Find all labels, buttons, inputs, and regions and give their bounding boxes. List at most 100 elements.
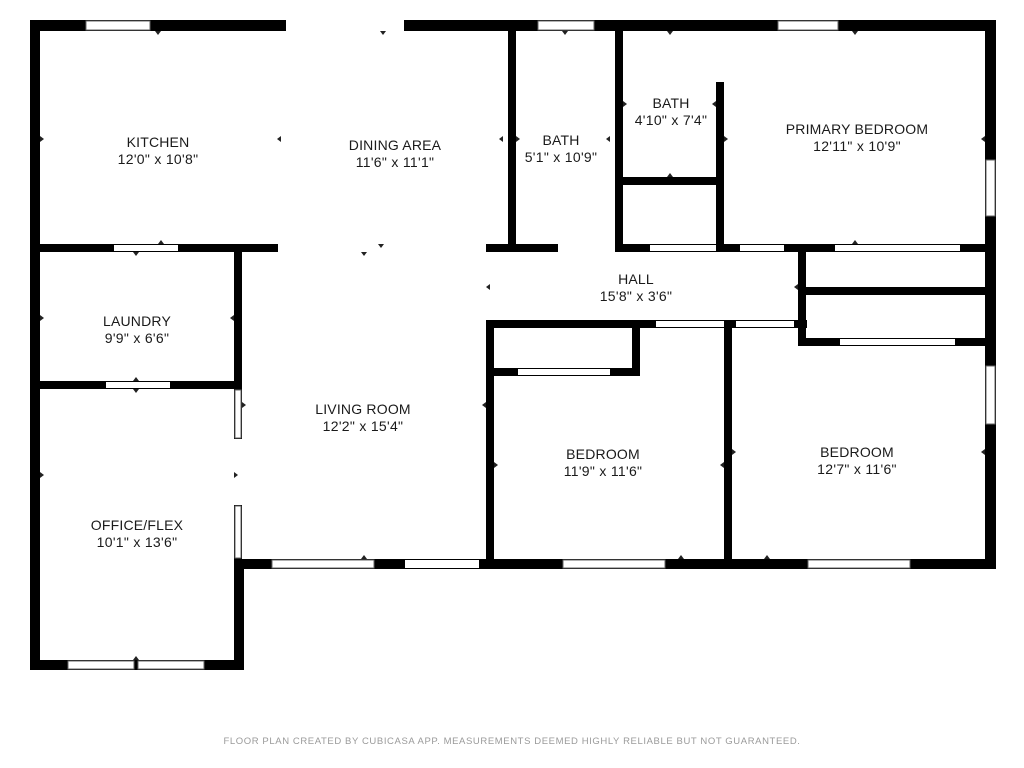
marker (133, 656, 139, 660)
room-dimensions: 11'9" x 11'6" (563, 463, 643, 479)
exterior-wall-top-right (404, 20, 996, 31)
window-bath1 (537, 20, 595, 31)
opening-primary-hall (835, 245, 960, 251)
room-name: LAUNDRY (102, 313, 172, 329)
window-primary-bedroom-side (985, 159, 996, 217)
window-office-front-left (67, 660, 135, 670)
opening-laundry-kitchen (114, 245, 178, 251)
marker (562, 31, 568, 35)
wall-bath2-right (716, 82, 724, 249)
room-name: BATH (542, 132, 580, 148)
room-name: PRIMARY BEDROOM (785, 121, 929, 137)
window-kitchen (85, 20, 151, 31)
opening-bedroom2-closet (518, 369, 610, 375)
room-label-living-room: LIVING ROOM 12'2" x 15'4" (315, 401, 411, 435)
opening-hall-bedroom3 (736, 321, 794, 327)
exterior-wall-left (30, 20, 40, 670)
room-dimensions: 5'1" x 10'9" (524, 149, 598, 165)
opening-closet-hall (740, 245, 784, 251)
marker (40, 315, 44, 321)
window-living-front (271, 559, 375, 569)
marker (720, 462, 724, 468)
marker (361, 555, 367, 559)
marker (667, 173, 673, 177)
marker (981, 449, 985, 455)
room-label-kitchen: KITCHEN 12'0" x 10'8" (118, 134, 199, 168)
marker (234, 472, 238, 478)
marker (486, 284, 490, 290)
marker (516, 136, 520, 142)
marker (277, 136, 281, 142)
room-name: DINING AREA (348, 137, 442, 153)
room-dimensions: 4'10" x 7'4" (634, 112, 708, 128)
marker (40, 136, 44, 142)
marker (494, 462, 498, 468)
room-dimensions: 12'11" x 10'9" (813, 138, 901, 154)
room-label-primary-bedroom: PRIMARY BEDROOM 12'11" x 10'9" (786, 121, 929, 155)
wall-laundry-right (234, 252, 242, 387)
room-dimensions: 11'6" x 11'1" (355, 154, 435, 170)
marker (852, 240, 858, 244)
room-dimensions: 9'9" x 6'6" (104, 330, 170, 346)
room-name: BEDROOM (820, 444, 894, 460)
wall-hall-top-right (615, 244, 990, 252)
exterior-wall-office-right (234, 559, 244, 670)
wall-bedroom2-closet-right (632, 320, 640, 376)
room-name: OFFICE/FLEX (90, 517, 184, 533)
marker (667, 31, 673, 35)
window-primary-bedroom (777, 20, 839, 31)
marker (712, 101, 716, 107)
window-bedroom3-side (985, 365, 996, 425)
marker (852, 31, 858, 35)
wall-hall-top-left (486, 244, 558, 252)
room-label-laundry: LAUNDRY 9'9" x 6'6" (103, 313, 171, 347)
room-dimensions: 12'2" x 15'4" (322, 418, 404, 434)
room-name: BEDROOM (566, 446, 640, 462)
marker (155, 31, 161, 35)
room-label-hall: HALL 15'8" x 3'6" (600, 271, 673, 305)
wall-bath2-bottom (615, 177, 723, 185)
exterior-wall-top-left (30, 20, 286, 31)
disclaimer-footer: FLOOR PLAN CREATED BY CUBICASA APP. MEAS… (223, 736, 801, 747)
room-dimensions: 15'8" x 3'6" (599, 288, 673, 304)
marker (794, 284, 798, 290)
window-bedroom2-front (562, 559, 666, 569)
opening-front-entry (405, 560, 479, 568)
marker (678, 555, 684, 559)
room-dimensions: 12'7" x 11'6" (817, 461, 897, 477)
room-label-office-flex: OFFICE/FLEX 10'1" x 13'6" (91, 517, 183, 551)
marker (378, 244, 384, 248)
wall-closet-vertical (798, 250, 806, 346)
room-label-bedroom-3: BEDROOM 12'7" x 11'6" (817, 444, 897, 478)
wall-bath1-bath2 (615, 31, 623, 249)
marker (623, 101, 627, 107)
wall-dining-bath (508, 31, 516, 247)
window-office-partition-upper (234, 389, 242, 439)
room-name: LIVING ROOM (315, 401, 411, 417)
window-office-front-right (137, 660, 205, 670)
marker (981, 136, 985, 142)
marker (242, 402, 246, 408)
wall-hall-bottom (486, 320, 807, 328)
marker (482, 402, 486, 408)
wall-bedroom2-bedroom3 (724, 320, 732, 565)
room-name: HALL (618, 271, 654, 287)
room-dimensions: 12'0" x 10'8" (117, 151, 199, 167)
marker (158, 240, 164, 244)
marker (40, 472, 44, 478)
marker (380, 31, 386, 35)
marker (361, 252, 367, 256)
room-name: BATH (652, 95, 690, 111)
room-label-bath-2: BATH 4'10" x 7'4" (635, 95, 708, 129)
opening-bath1-hall (560, 245, 615, 251)
room-dimensions: 10'1" x 13'6" (96, 534, 178, 550)
marker (133, 252, 139, 256)
marker (764, 555, 770, 559)
window-bedroom3-front (807, 559, 911, 569)
exterior-wall-right (985, 20, 996, 569)
opening-hall-bedroom2 (656, 321, 724, 327)
marker (724, 136, 728, 142)
wall-bedroom2-left (486, 320, 494, 565)
exterior-wall-bottom-office (30, 660, 244, 670)
